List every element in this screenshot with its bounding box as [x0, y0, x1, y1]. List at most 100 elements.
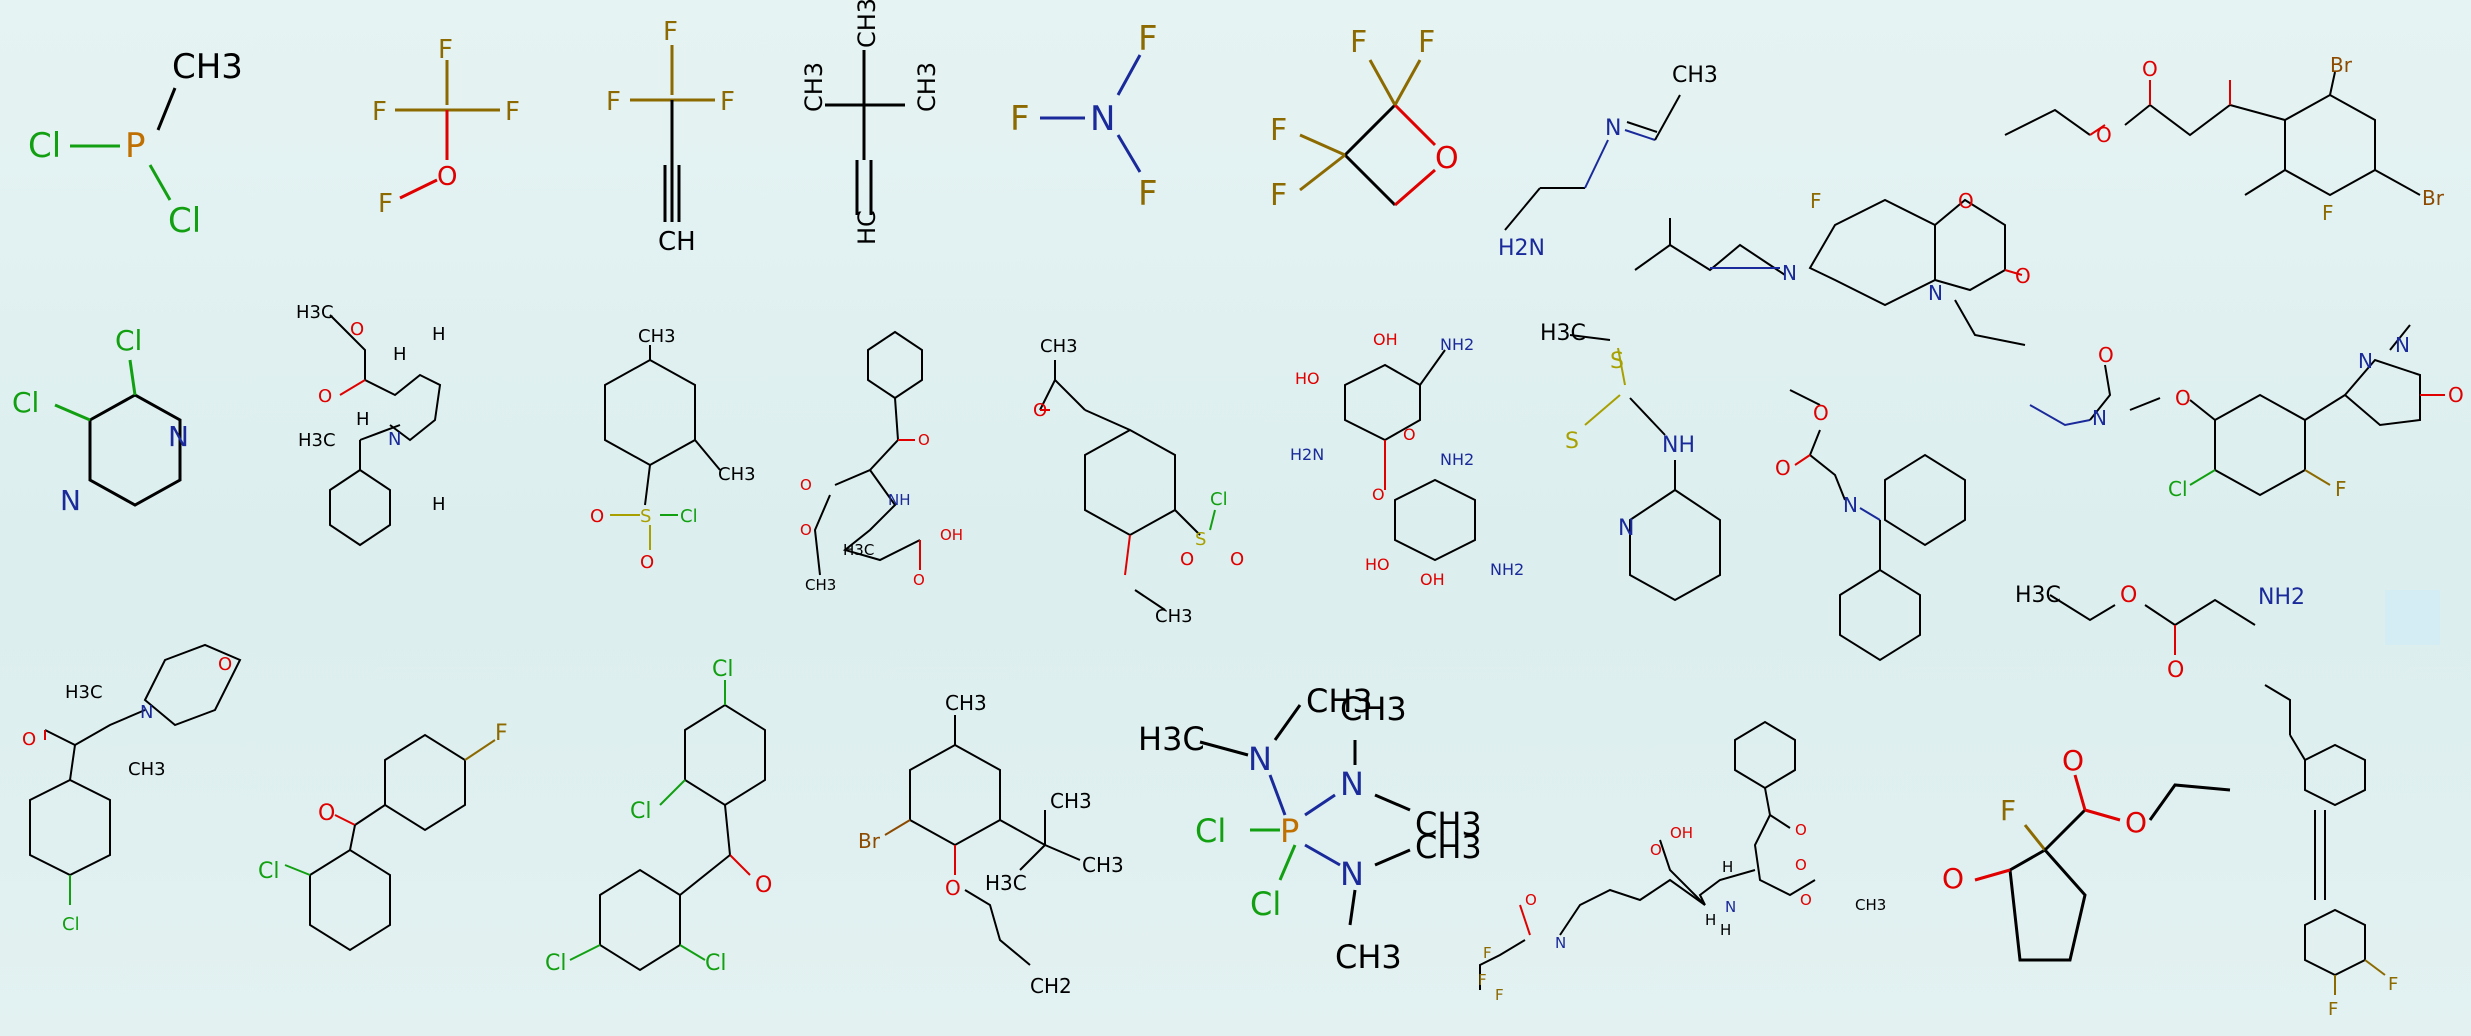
m23-h3c: H3C: [985, 871, 1027, 895]
m5-f-1: F: [1010, 99, 1030, 139]
m15-nh2-2: NH2: [1440, 450, 1474, 469]
m24-ch3-4: CH3: [1415, 828, 1482, 866]
m9-o-carbonyl: O: [2015, 264, 2031, 288]
m15-ho-2: HO: [1365, 555, 1390, 574]
highlight-box: [2385, 590, 2440, 645]
molecule-21: F O Cl: [258, 721, 508, 952]
m26-f: F: [2000, 794, 2016, 827]
m6-f-4: F: [1270, 178, 1287, 213]
m2-f-2: F: [372, 97, 387, 127]
m26-o-ketone: O: [1942, 862, 1964, 895]
m19-nh2: NH2: [2258, 585, 2305, 610]
molecule-3: F F F CH: [606, 17, 735, 257]
m24-ch3-5: CH3: [1335, 938, 1402, 976]
molecule-18: N N O O N O Cl F: [2029, 324, 2464, 501]
m3-f-2: F: [606, 87, 621, 117]
m14-o-2: O: [1180, 549, 1194, 570]
molecule-6: F F F F O: [1270, 25, 1459, 213]
m26-o-carbonyl: O: [2062, 744, 2084, 777]
m24-ch3-1: CH3: [1306, 682, 1373, 720]
m6-f-3: F: [1270, 113, 1287, 148]
m15-h2n: H2N: [1290, 445, 1324, 464]
m2-o: O: [437, 162, 457, 192]
m16-s-1: S: [1610, 349, 1624, 374]
m2-f-3: F: [505, 97, 520, 127]
molecule-2: F F F O F: [372, 35, 520, 219]
m19-o-1: O: [2120, 583, 2137, 608]
m12-o-1: O: [590, 506, 604, 527]
m16-n: N: [1618, 516, 1634, 541]
m27-f-1: F: [2388, 974, 2398, 995]
m21-f: F: [495, 721, 508, 746]
m9-n-imine: N: [1782, 261, 1797, 285]
m18-o-ether: O: [2175, 386, 2191, 410]
m7-h2n: H2N: [1498, 236, 1545, 261]
m2-f-4: F: [378, 189, 393, 219]
molecule-14: CH3 O Cl S O O CH3: [1033, 336, 1244, 627]
m11-h-2: H: [432, 324, 446, 345]
m23-ch3-b: CH3: [1082, 853, 1124, 877]
molecule-25: O O OH H N H O O CH3 O N F F F H: [1478, 720, 1886, 1004]
m13-ch3: CH3: [805, 576, 836, 594]
m23-br: Br: [858, 829, 881, 853]
molecule-23: CH3 CH3 CH3 Br H3C O CH2: [858, 691, 1124, 998]
m20-n: N: [140, 702, 153, 723]
m22-cl-1: Cl: [712, 657, 733, 682]
m15-ho-1: HO: [1295, 369, 1320, 388]
m12-ch3-2: CH3: [718, 464, 756, 485]
m25-f-2: F: [1478, 971, 1487, 989]
m20-o-ring: O: [218, 654, 232, 675]
m20-h3c: H3C: [65, 682, 103, 703]
m8-f: F: [2322, 201, 2334, 225]
m9-o-ring: O: [1958, 189, 1974, 213]
m24-ch3-2: CH3: [1340, 690, 1407, 728]
m9-f: F: [1810, 189, 1822, 213]
m25-h-2: H: [1705, 911, 1716, 929]
m16-s-2: S: [1565, 429, 1579, 454]
m13-h3c: H3C: [843, 541, 874, 559]
m20-o-ketone: O: [22, 729, 36, 750]
m15-o-ring: O: [1403, 425, 1416, 444]
m15-o-link: O: [1372, 485, 1385, 504]
m14-ch3-bottom: CH3: [1155, 606, 1193, 627]
m25-o-5: O: [1525, 891, 1537, 909]
m13-o-3: O: [800, 521, 812, 539]
m3-f-3: F: [720, 87, 735, 117]
m22-cl-2: Cl: [630, 799, 651, 824]
m25-o-1: O: [1795, 821, 1807, 839]
molecule-24: H3C N CH3 CH3 N CH3 Cl P Cl N CH3 CH3: [1138, 682, 1482, 976]
m18-n-2: N: [2395, 333, 2410, 357]
m22-o: O: [755, 873, 772, 898]
m14-o-1: O: [1033, 400, 1047, 421]
m6-f-1: F: [1350, 25, 1367, 60]
m10-n-1: N: [168, 420, 189, 453]
molecule-22: Cl Cl O Cl Cl: [545, 657, 772, 976]
m3-f-1: F: [663, 17, 678, 47]
molecule-17: O O N: [1775, 389, 1966, 662]
m25-oh: OH: [1670, 824, 1693, 842]
m18-o-amide: O: [2098, 343, 2114, 367]
m6-f-2: F: [1418, 25, 1435, 60]
m1-p: P: [125, 126, 146, 166]
m5-f-3: F: [1138, 174, 1158, 214]
m4-ch3-left: CH3: [800, 62, 828, 112]
m23-ch2: CH2: [1030, 974, 1072, 998]
molecule-11: H3C O O H H H H3C H N: [296, 302, 446, 547]
m23-ch3-top: CH3: [945, 691, 987, 715]
m25-o-4: O: [1800, 891, 1812, 909]
m12-ch3-1: CH3: [638, 326, 676, 347]
m9-n-ring: N: [1928, 281, 1943, 305]
molecule-4: CH3 CH3 CH3 HC: [800, 0, 941, 245]
m23-ch3-a: CH3: [1050, 789, 1092, 813]
m12-o-2: O: [640, 552, 654, 573]
m18-n-1: N: [2358, 349, 2373, 373]
molecule-9: F O N N O: [1634, 189, 2031, 346]
m11-h3c: H3C: [296, 302, 334, 323]
m14-s: S: [1195, 529, 1206, 550]
m10-n-2: N: [60, 484, 81, 517]
m25-o-2: O: [1650, 841, 1662, 859]
m17-o-1: O: [1813, 401, 1829, 425]
m13-o-2: O: [800, 476, 812, 494]
m22-cl-4: Cl: [705, 951, 726, 976]
m18-f: F: [2335, 477, 2347, 501]
